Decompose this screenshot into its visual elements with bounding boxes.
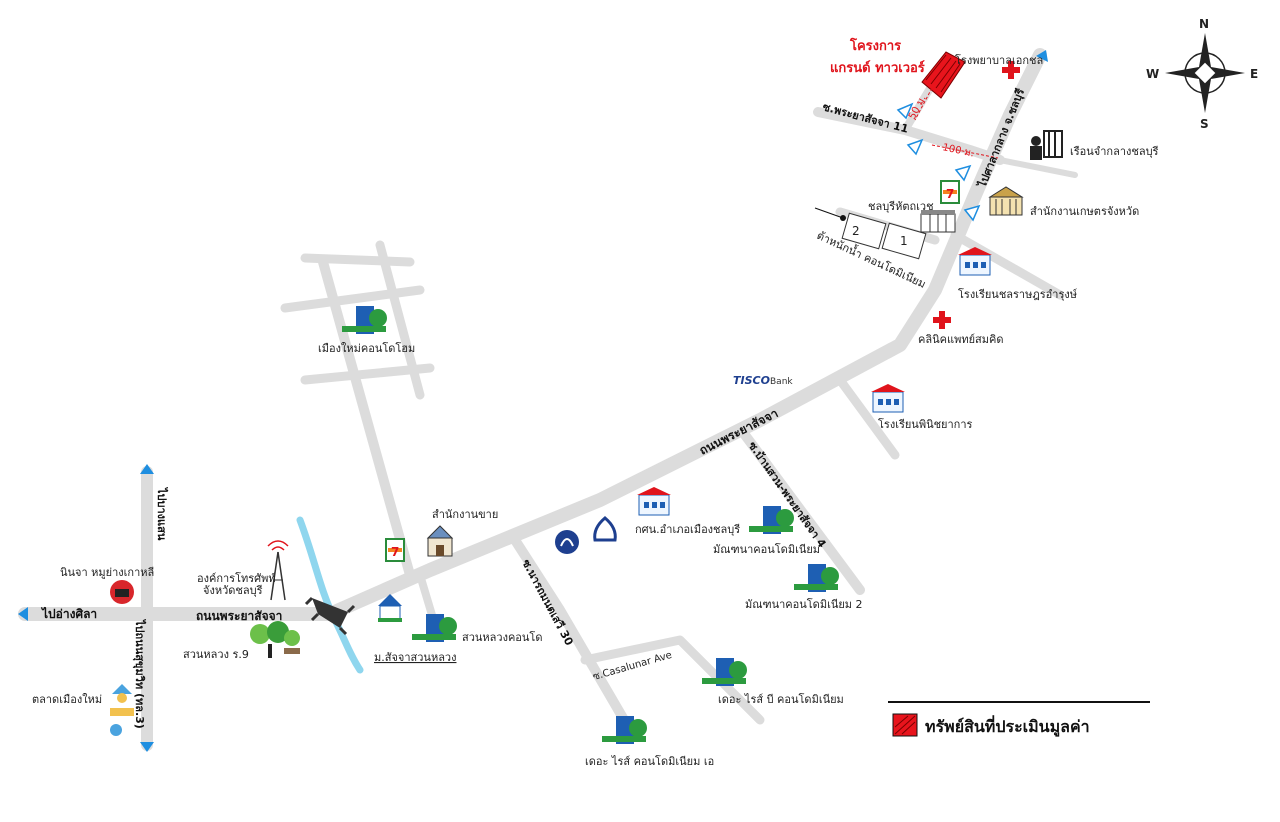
road-grid-h3 xyxy=(300,363,435,385)
seven-eleven-text: 7 xyxy=(946,187,954,201)
legend: ทรัพย์สินที่ประเมินมูลค่า xyxy=(888,701,1150,738)
label-prison: เรือนจำกลางชลบุรี xyxy=(1070,145,1159,158)
shop-icon xyxy=(920,210,956,233)
label-tot-line1: องค์การโทรศัพท์ xyxy=(197,571,276,585)
compass-rose xyxy=(1165,33,1245,113)
road-label-to-highway: ไปถนนสุขุมวิท (ทล.3) xyxy=(132,618,147,729)
arrow-south-left xyxy=(140,742,154,752)
hospital-cross-icon xyxy=(1002,61,1020,79)
school-icon-commerce xyxy=(871,384,905,413)
lot-2 xyxy=(841,212,887,250)
label-clinic: คลินิคแพทย์สมคิด xyxy=(918,333,1003,346)
road-network xyxy=(18,48,1078,751)
lot-1-label: 1 xyxy=(900,234,908,248)
telecom-tower-icon xyxy=(267,540,289,601)
tisco-bank-label: Bank xyxy=(770,377,793,387)
road-soi-11 xyxy=(813,107,1005,165)
road-label-to-top: ไปบางแสน xyxy=(155,486,169,541)
prison-icon xyxy=(1030,130,1063,160)
land-lots xyxy=(841,212,927,260)
label-mor-satja: ม.สัจจาสวนหลวง xyxy=(374,651,456,664)
road-label-prayasatja-west: ถนนพระยาสัจจา xyxy=(196,609,282,623)
direction-arrows xyxy=(18,50,1048,752)
bank-icon-ktb xyxy=(555,530,579,554)
road-label-to-angsila: ไปอ่างศิลา xyxy=(40,606,97,621)
label-agri-office: สำนักงานเกษตรจังหวัด xyxy=(1030,205,1139,218)
lot-2-label: 2 xyxy=(852,224,860,238)
distance-markers xyxy=(914,87,999,159)
compass-s: S xyxy=(1200,117,1209,131)
seven-eleven-text-2: 7 xyxy=(391,545,399,559)
bridge-icon xyxy=(304,596,356,636)
compass-w: W xyxy=(1146,67,1159,81)
road-soi-bansuan xyxy=(740,430,865,595)
label-monthana-condo-2: มัณฑนาคอนโดมิเนียม 2 xyxy=(745,597,863,611)
road-soi-11-ext xyxy=(997,157,1078,178)
arrow-north-east xyxy=(1036,50,1048,62)
label-suanluang-condo: สวนหลวงคอนโด xyxy=(462,630,543,644)
market-icon xyxy=(110,684,134,736)
river xyxy=(296,516,364,674)
legend-label: ทรัพย์สินที่ประเมินมูลค่า xyxy=(925,715,1090,738)
arrow-north-left xyxy=(140,464,154,474)
condo-icon-monthana-2 xyxy=(794,564,839,592)
road-school-commerce xyxy=(835,375,900,460)
school-icon xyxy=(958,247,992,276)
road-school-chonrat xyxy=(950,230,1065,300)
restaurant-icon xyxy=(110,580,134,604)
sales-office-icon xyxy=(426,525,454,557)
road-grid-h2 xyxy=(280,285,425,313)
label-the-rise-a: เดอะ ไรส์ คอนโดมิเนียม เอ xyxy=(585,754,714,768)
tisco-logo: TISCO xyxy=(733,374,770,387)
project-name-line1: โครงการ xyxy=(849,37,901,54)
project-name-line2: แกรนด์ ทาวเวอร์ xyxy=(830,60,925,76)
label-suanluang-r9: สวนหลวง ร.9 xyxy=(183,648,249,661)
road-casalunar xyxy=(580,635,765,725)
road-label-soi-bansuan: ซ.บ้านสวน-พระยาสัจจา 4 xyxy=(746,439,829,550)
label-monthana-condo: มัณฑนาคอนโดมิเนียม xyxy=(713,542,820,556)
lot-pointer xyxy=(814,207,844,219)
label-private-hospital: โรงพยาบาลเอกชล xyxy=(955,53,1043,67)
park-icon xyxy=(250,621,300,658)
bank-icon-scb xyxy=(593,516,617,542)
road-label-prayasatja: ถนนพระยาสัจจา xyxy=(697,406,780,458)
label-school-chonrat: โรงเรียนชลราษฎรอำรุงษ์ xyxy=(958,287,1077,301)
seven-eleven-icon-2: 7 xyxy=(385,538,405,562)
government-building-icon xyxy=(988,186,1024,216)
label-school-commerce: โรงเรียนพินิชยาการ xyxy=(878,417,973,431)
compass-e: E xyxy=(1250,67,1258,81)
condo-icon-the-rise-a xyxy=(602,716,647,744)
triangle-markers xyxy=(896,102,981,222)
label-the-rise-b: เดอะ ไรส์ บี คอนโดมิเนียม xyxy=(718,692,844,706)
condo-icon-monthana xyxy=(749,506,794,534)
road-label-to-court: ไปศาลากลาง จ.ชลบุรี xyxy=(974,86,1028,191)
road-soi-30 xyxy=(510,535,635,735)
label-mueang-mai-condo: เมืองใหม่คอนโดโฮม xyxy=(318,341,415,355)
label-talad-mueang-mai: ตลาดเมืองใหม่ xyxy=(32,693,102,706)
village-icon xyxy=(378,594,402,622)
compass-n: N xyxy=(1199,17,1209,31)
label-nfe-office: กศน.อำเภอเมืองชลบุรี xyxy=(635,523,740,536)
lot-1 xyxy=(881,222,927,260)
condo-icon-suanluang xyxy=(412,614,457,642)
arrow-west xyxy=(18,607,28,621)
road-grid-v1 xyxy=(318,257,415,580)
road-grid-h1 xyxy=(300,253,415,267)
label-ninja-korean: นินจา หมูย่างเกาหลี xyxy=(60,566,154,579)
clinic-cross-icon xyxy=(933,311,951,329)
condo-icon xyxy=(342,306,387,334)
label-sales-office: สำนักงานขาย xyxy=(432,508,498,521)
subject-property[interactable] xyxy=(921,51,966,99)
road-main-prayasatja xyxy=(18,48,1047,621)
condo-icon-the-rise-b xyxy=(702,658,747,686)
school-icon-nfe xyxy=(637,487,671,516)
label-tot-line2: จังหวัดชลบุรี xyxy=(203,584,263,597)
seven-eleven-icon: 7 xyxy=(940,180,960,204)
label-chonburi-car: ชลบุรีหัตถเวช xyxy=(868,200,934,213)
